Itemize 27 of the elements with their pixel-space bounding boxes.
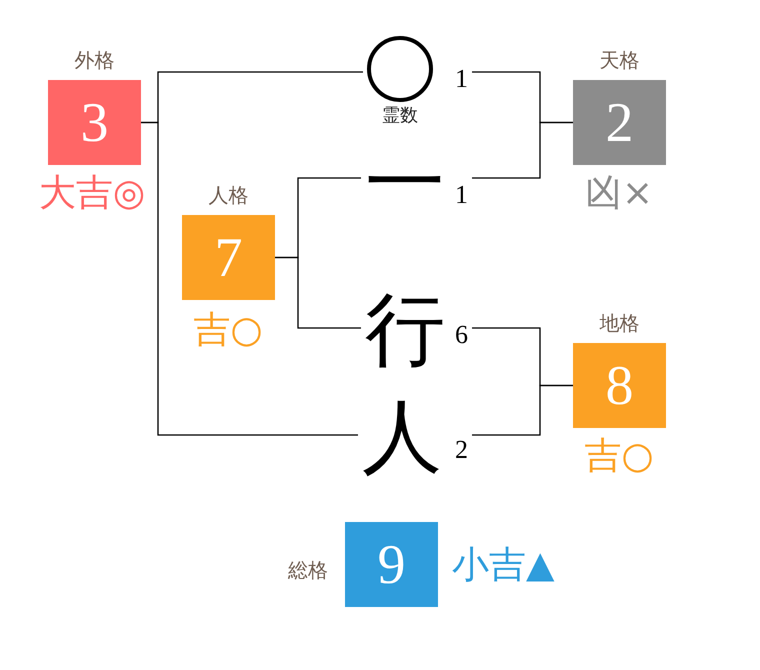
caption-label: 霊数 — [382, 105, 418, 127]
score-panel: 7 — [182, 215, 275, 300]
fortune-rating: 大吉◎ — [38, 174, 146, 211]
name-character: 一 — [365, 143, 445, 223]
stroke-count: 6 — [455, 322, 468, 348]
score-panel: 8 — [573, 343, 666, 428]
grade-heading: 外格 — [74, 48, 114, 72]
fortune-rating: 吉○ — [193, 311, 263, 348]
connector-line — [472, 122, 573, 179]
connector-line — [275, 256, 361, 329]
connector-line — [472, 384, 573, 436]
grade-heading: 地格 — [600, 311, 640, 335]
grade-heading: 天格 — [600, 48, 640, 72]
name-character: 人 — [362, 397, 442, 477]
stroke-count: 1 — [455, 66, 468, 92]
stroke-count: 1 — [455, 182, 468, 208]
fortune-rating: 小吉▲ — [452, 546, 554, 583]
score-panel: 3 — [48, 80, 141, 165]
fortune-rating: 吉○ — [584, 437, 654, 474]
score-panel: 2 — [573, 80, 666, 165]
name-character: 行 — [365, 290, 445, 370]
grade-heading: 総格 — [288, 558, 328, 582]
stroke-count: 2 — [455, 437, 468, 463]
grade-heading: 人格 — [208, 183, 248, 207]
connector-line — [141, 122, 358, 436]
fortune-rating: 凶× — [585, 174, 653, 211]
score-panel: 9 — [345, 522, 438, 607]
